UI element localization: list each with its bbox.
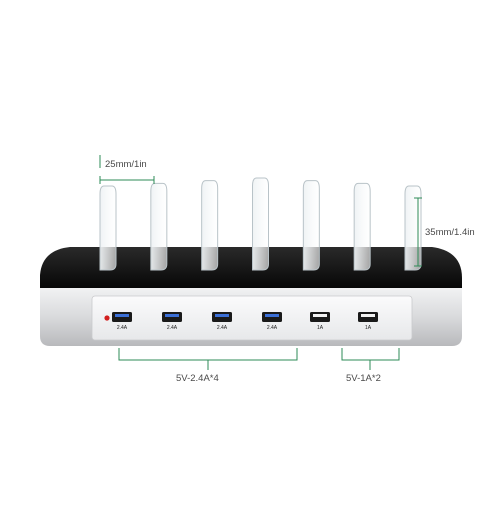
acrylic-divider <box>252 177 269 271</box>
usb-port-tongue <box>115 314 129 317</box>
dividers-group <box>99 177 422 271</box>
usb-port-tongue <box>215 314 229 317</box>
port-rating-label: 2.4A <box>266 325 278 331</box>
standard-ports-bracket <box>341 348 400 370</box>
port-rating-label: 2.4A <box>116 325 128 331</box>
usb-port-tongue <box>361 314 375 317</box>
acrylic-divider <box>201 180 219 271</box>
acrylic-divider <box>150 182 168 271</box>
divider-height-label: 35mm/1.4in <box>425 227 475 238</box>
quick-group-label: 5V-2.4A*4 <box>176 373 219 384</box>
acrylic-divider <box>404 185 422 271</box>
power-led <box>104 315 110 321</box>
port-rating-label: 1A <box>364 325 372 331</box>
usb-port-tongue <box>165 314 179 317</box>
acrylic-divider <box>302 180 320 271</box>
divider-spacing-label: 25mm/1in <box>105 159 147 170</box>
port-rating-label: 2.4A <box>216 325 228 331</box>
ports-group <box>112 312 378 322</box>
port-rating-label: 1A <box>316 325 324 331</box>
standard-group-label: 5V-1A*2 <box>346 373 381 384</box>
port-rating-label: 2.4A <box>166 325 178 331</box>
quick-ports-bracket <box>118 348 298 370</box>
height-dimension <box>414 197 422 267</box>
acrylic-divider <box>99 185 117 271</box>
usb-port-tongue <box>313 314 327 317</box>
usb-port-tongue <box>265 314 279 317</box>
acrylic-divider <box>353 182 371 271</box>
spacing-dimension <box>99 155 155 184</box>
front-port-panel <box>91 295 413 341</box>
